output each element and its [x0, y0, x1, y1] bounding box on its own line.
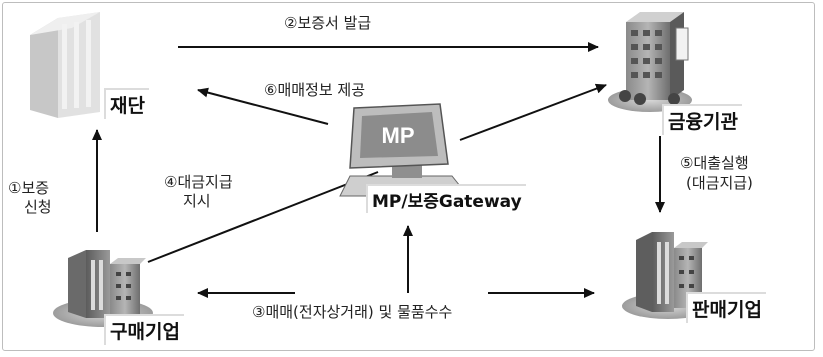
bank-building-icon [608, 12, 692, 112]
gateway-label: MP/보증Gateway [366, 184, 526, 213]
foundation-label: 재단 [104, 88, 149, 119]
step1-label-line1: ①보증 [8, 179, 50, 197]
edge-provide-trade-info [197, 87, 329, 125]
foundation-building-icon [30, 12, 100, 118]
edge-gateway-to-bank [459, 83, 607, 141]
edge-payment-instruction [147, 171, 379, 263]
step5-label-line1: ⑤대출실행 [680, 154, 749, 172]
step3-label: ③매매(전자상거래) 및 물품수수 [252, 303, 453, 321]
step6-label: ⑥매매정보 제공 [264, 81, 366, 99]
step1-label-line2: 신청 [24, 198, 52, 216]
step2-label: ②보증서 발급 [284, 14, 372, 32]
gateway-screen-text: MP [382, 123, 415, 148]
buyer-label: 구매기업 [104, 314, 184, 345]
seller-label: 판매기업 [686, 292, 766, 323]
diagram-frame [2, 2, 815, 351]
buyer-building-icon [53, 250, 153, 327]
step4-label-line2: 지시 [183, 192, 211, 210]
bank-label: 금융기관 [662, 104, 742, 135]
step5-label-line2: (대금지급) [686, 174, 753, 192]
step4-label-line1: ④대금지급 [164, 173, 233, 191]
gateway-computer-icon: MP [339, 103, 470, 197]
